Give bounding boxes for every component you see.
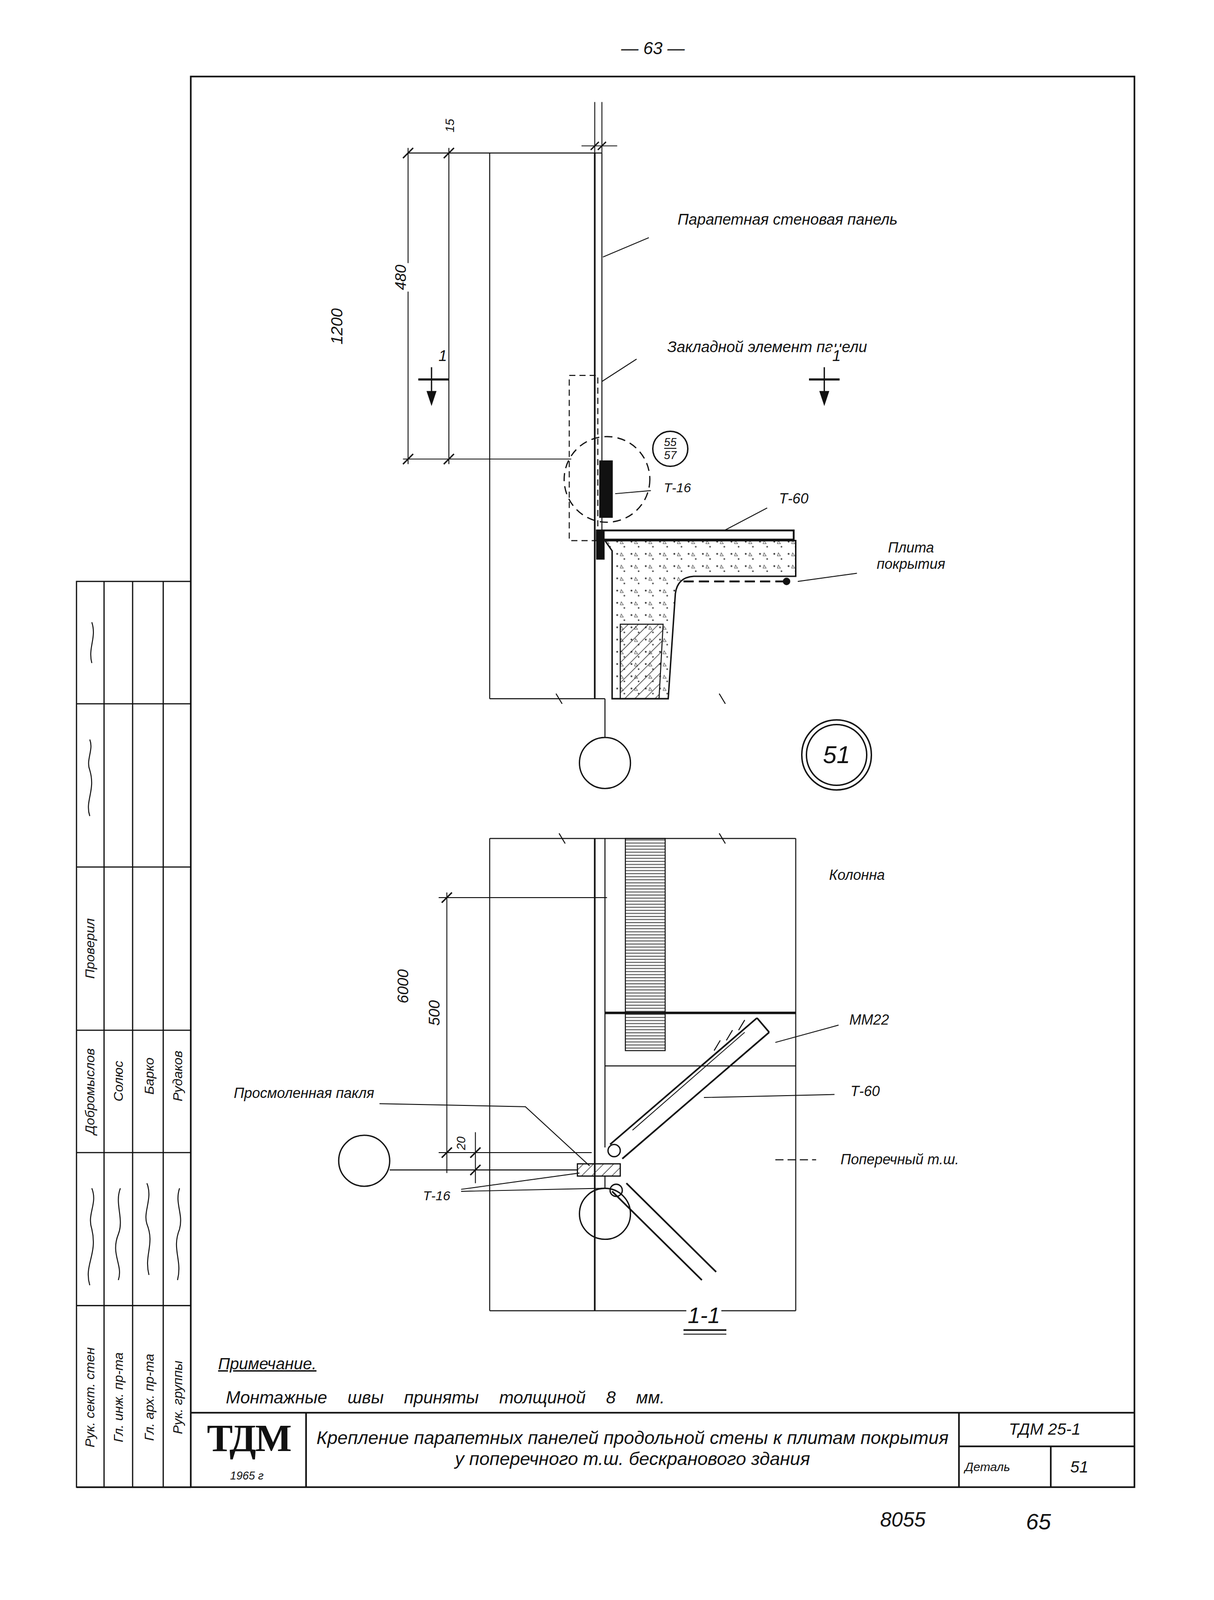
callout-text: 55 bbox=[664, 436, 677, 448]
stamp-role: Рук. группы bbox=[170, 1359, 186, 1436]
archive-number: 8055 bbox=[878, 1508, 927, 1532]
year: 1965 г bbox=[228, 1469, 266, 1484]
dimension: 480 bbox=[391, 263, 410, 292]
callout-text: 51 bbox=[823, 742, 851, 768]
part-name: Просмоленная пакля bbox=[220, 1085, 387, 1102]
sheet-code: ТДМ 25-1 bbox=[1007, 1419, 1083, 1439]
logo: ТДМ bbox=[205, 1416, 293, 1461]
stamp-role: Проверил bbox=[82, 916, 98, 981]
part-name: Закладной элемент панели bbox=[632, 338, 902, 356]
dimension: 15 bbox=[442, 117, 457, 134]
section-title: 1-1 bbox=[686, 1303, 722, 1329]
page-number: 65 bbox=[1024, 1509, 1053, 1535]
stamp-role: Рук. сект. стен bbox=[82, 1346, 98, 1449]
dimension: 20 bbox=[454, 1135, 469, 1152]
dimension: 500 bbox=[425, 998, 444, 1028]
part-code: Т-16 bbox=[662, 480, 693, 496]
section-mark: 1 bbox=[830, 347, 843, 365]
detail-number: 51 bbox=[1068, 1457, 1090, 1477]
stamp-name: Добромыслов bbox=[82, 1047, 98, 1137]
stamp-role: Гл. инж. пр-та bbox=[110, 1351, 127, 1445]
part-name: Парапетная стеновая панель bbox=[643, 210, 932, 229]
axis-name: Поперечный т.ш. bbox=[839, 1151, 961, 1169]
upper-detail bbox=[403, 101, 858, 789]
part-code: ММ22 bbox=[847, 1011, 891, 1029]
dimension: 1200 bbox=[327, 306, 347, 347]
dimension: 6000 bbox=[394, 968, 412, 1006]
note-heading: Примечание. bbox=[216, 1354, 319, 1374]
section-1-1 bbox=[338, 833, 839, 1335]
part-code: Т-16 bbox=[421, 1187, 452, 1204]
section-mark: 1 bbox=[437, 347, 449, 365]
page-number: — 63 — bbox=[619, 37, 687, 58]
part-name: Плита покрытия bbox=[853, 539, 969, 573]
stamp-name: Солюс bbox=[110, 1059, 127, 1103]
part-code: Т-60 bbox=[849, 1083, 882, 1100]
drawing-frame bbox=[76, 76, 1135, 1488]
callout-text: 57 bbox=[664, 447, 677, 462]
signature-stamp bbox=[76, 581, 192, 1488]
note-text: Монтажные швы приняты толщиной 8 мм. bbox=[224, 1387, 667, 1408]
drawing-title: Крепление парапетных панелей продольной … bbox=[309, 1427, 956, 1470]
cell-label: Деталь bbox=[963, 1460, 1012, 1475]
stamp-role: Гл. арх. пр-та bbox=[141, 1352, 157, 1443]
stamp-name: Рудаков bbox=[170, 1049, 186, 1104]
stamp-name: Барко bbox=[141, 1056, 157, 1097]
part-name: Колонна bbox=[827, 866, 887, 884]
part-code: Т-60 bbox=[777, 490, 810, 507]
detail-number-circle: 51 bbox=[801, 719, 873, 791]
callout-circle: 5557 bbox=[652, 430, 689, 468]
